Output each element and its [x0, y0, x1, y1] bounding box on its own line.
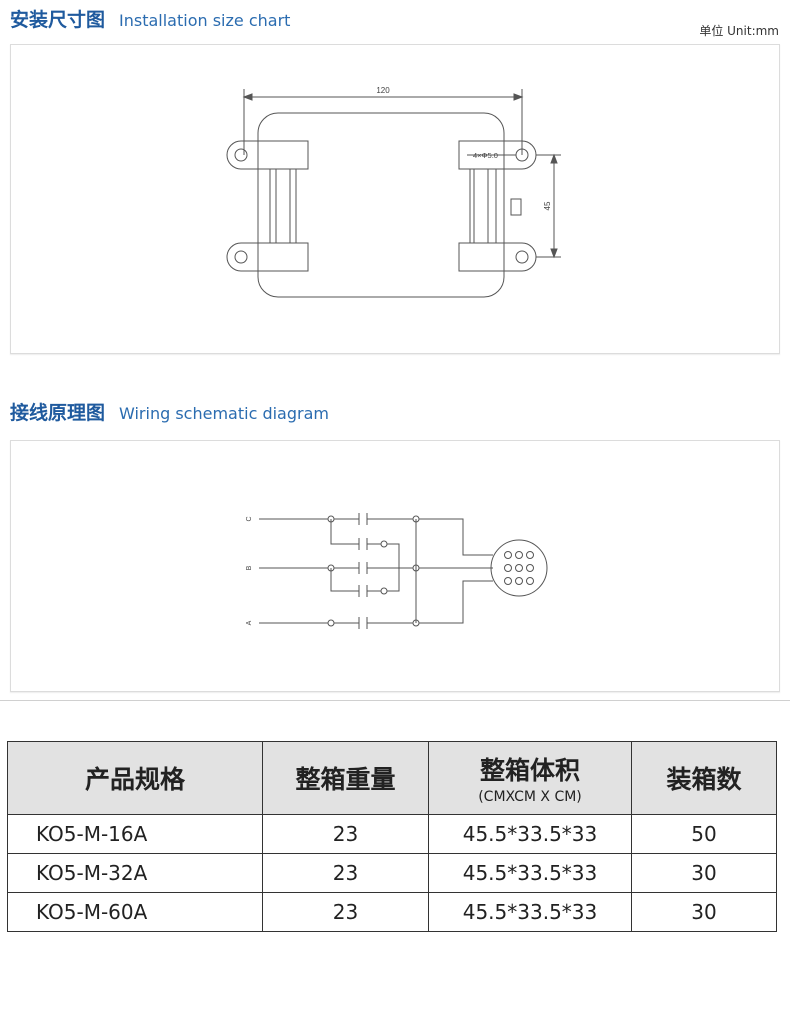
- phase-c-label: C: [246, 516, 253, 521]
- cell-spec: KO5-M-32A: [7, 853, 263, 893]
- phase-a-label: A: [246, 620, 253, 625]
- cell-count: 30: [631, 853, 777, 893]
- wiring-title: 接线原理图 Wiring schematic diagram: [10, 398, 329, 425]
- cell-volume: 45.5*33.5*33: [428, 853, 632, 893]
- unit-label: 单位 Unit:mm: [699, 24, 779, 38]
- side-tab: [510, 198, 522, 216]
- right-upper-ear: [458, 140, 537, 170]
- width-dimension-label: 120: [376, 86, 390, 95]
- left-lower-ear: [226, 242, 309, 272]
- cell-count: 30: [631, 892, 777, 932]
- cell-volume: 45.5*33.5*33: [428, 892, 632, 932]
- installation-drawing: 120 4×Φ5.0 45: [226, 86, 561, 298]
- header-spec: 产品规格: [7, 741, 263, 815]
- wiring-diagram: C B A: [246, 513, 548, 629]
- installation-drawing-panel: 120 4×Φ5.0 45: [10, 44, 780, 354]
- left-slot-inner: [275, 168, 291, 244]
- cell-count: 50: [631, 814, 777, 854]
- left-upper-ear: [226, 140, 309, 170]
- header-weight: 整箱重量: [262, 741, 429, 815]
- right-slot-inner: [473, 168, 489, 244]
- table-row: KO5-M-32A 23 45.5*33.5*33 30: [7, 853, 777, 893]
- right-lower-ear: [458, 242, 537, 272]
- header-count: 装箱数: [631, 741, 777, 815]
- header-volume-label: 整箱体积: [479, 756, 580, 785]
- cell-spec: KO5-M-60A: [7, 892, 263, 932]
- wiring-title-en: Wiring schematic diagram: [119, 404, 329, 423]
- header-volume: 整箱体积 (CMXCM X CM): [428, 741, 632, 815]
- header-volume-unit: (CMXCM X CM): [478, 789, 582, 805]
- terminal-a-left: [327, 619, 335, 627]
- wiring-title-zh: 接线原理图: [10, 402, 106, 424]
- left-slot-outer: [269, 168, 297, 244]
- hole-label: 4×Φ5.0: [473, 151, 498, 160]
- packing-spec-table: 产品规格 整箱重量 整箱体积 (CMXCM X CM) 装箱数 KO5-M-16…: [7, 741, 777, 932]
- phase-b-label: B: [246, 565, 253, 570]
- table-row: KO5-M-60A 23 45.5*33.5*33 30: [7, 892, 777, 932]
- table-header-row: 产品规格 整箱重量 整箱体积 (CMXCM X CM) 装箱数: [7, 741, 777, 815]
- cell-weight: 23: [262, 814, 429, 854]
- cell-weight: 23: [262, 892, 429, 932]
- installation-title: 安装尺寸图 Installation size chart: [10, 5, 290, 32]
- cell-spec: KO5-M-16A: [7, 814, 263, 854]
- wiring-diagram-panel: C B A: [10, 440, 780, 692]
- device-body: [257, 112, 505, 298]
- section-divider: [0, 700, 790, 701]
- height-dimension-label: 45: [543, 201, 552, 210]
- cell-weight: 23: [262, 853, 429, 893]
- cell-volume: 45.5*33.5*33: [428, 814, 632, 854]
- table-row: KO5-M-16A 23 45.5*33.5*33 50: [7, 814, 777, 854]
- installation-title-en: Installation size chart: [119, 11, 291, 30]
- installation-title-zh: 安装尺寸图: [10, 9, 106, 31]
- socket-outline: [490, 539, 548, 597]
